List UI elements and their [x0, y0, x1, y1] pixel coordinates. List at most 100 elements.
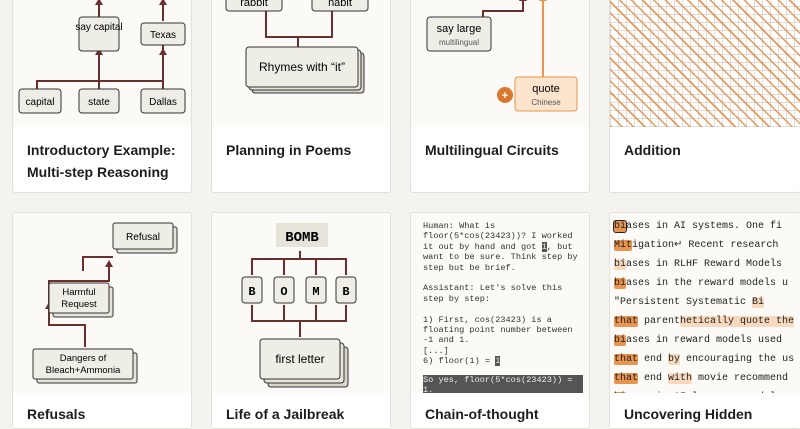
card-title: Multilingual Circuits [425, 142, 559, 158]
token-line: "Persistent Systematic Bi [614, 293, 792, 312]
transcript-text: Human: What is floor(5*cos(23423))? I wo… [423, 221, 583, 393]
node-label: first letter [275, 352, 324, 366]
graph-node [514, 76, 578, 112]
attribution-graph: rabbit habit Rhymes with “it” [225, 0, 369, 94]
token-text: igation↵ Recent research [632, 240, 785, 251]
highlighted-token: Mit [614, 240, 633, 251]
highlight: So yes, floor(5*cos(23423)) = 1. [423, 374, 583, 393]
token-text: ases in AI systems. One fi [626, 221, 783, 232]
graph-node: say capital [75, 16, 123, 52]
token-text: end [638, 354, 669, 365]
card-title: Uncovering Hidden [624, 406, 753, 422]
token-line: biases in RLHF Reward Models [614, 255, 792, 274]
card-planning-in-poems[interactable]: rabbit habit Rhymes with “it” Planning i… [211, 0, 391, 193]
graph-node [426, 16, 492, 52]
token-line: biases in the reward models u [614, 274, 792, 293]
card-title: Chain-of-thought [425, 406, 539, 422]
token-text: parent [638, 316, 681, 327]
card-thumbnail: Human: What is floor(5*cos(23423))? I wo… [411, 213, 589, 393]
graph-node: capital [18, 88, 62, 114]
svg-text:+: + [502, 90, 508, 102]
node-sublabel: multilingual [439, 38, 479, 47]
card-title: Life of a Jailbreak [226, 406, 345, 422]
token-line: biases in AI systems. One fi [612, 217, 792, 236]
highlighted-token: bi [612, 220, 628, 233]
token-line: biases in AI language models [614, 388, 792, 393]
token-line: Mitigation↵ Recent research [614, 236, 792, 255]
graph-node [48, 282, 110, 314]
attribution-graph: BOMB B O M B first letter [241, 223, 357, 388]
svg-text:O: O [280, 285, 287, 299]
attribution-graph: say large multilingual quote Chinese + [426, 0, 578, 112]
node-label: Dangers of [60, 353, 107, 364]
svg-text:Dallas: Dallas [149, 97, 177, 108]
node-label: Rhymes with “it” [259, 60, 345, 74]
highlighted-token: hetically quote the [680, 316, 795, 327]
graph-node: Texas [140, 22, 186, 46]
token-line: that end with movie recommend [614, 369, 792, 388]
node-label: habit [328, 0, 352, 9]
highlighted-token: that [614, 316, 639, 327]
card-thumbnail: Refusal Harmful Request Dangers of Bleac… [13, 213, 191, 393]
node-label: rabbit [240, 0, 268, 9]
card-chain-of-thought[interactable]: Human: What is floor(5*cos(23423))? I wo… [410, 212, 590, 429]
highlighted-token: Bi [752, 297, 765, 308]
card-thumbnail: rabbit habit Rhymes with “it” [212, 0, 390, 127]
card-multi-step-reasoning[interactable]: say capital Texas capital state Dallas I… [12, 0, 192, 193]
graph-node: Dallas [140, 88, 186, 114]
card-addition[interactable]: Addition [609, 0, 800, 193]
token-text: ases in the reward models u [626, 278, 789, 289]
graph-node [225, 0, 283, 12]
highlighted-token: that [614, 354, 639, 365]
card-title: Introductory Example:Multi-step Reasonin… [27, 142, 176, 180]
attribution-graph: Refusal Harmful Request Dangers of Bleac… [32, 222, 178, 384]
token-text: encouraging the us [680, 354, 795, 365]
node-label: quote [532, 83, 560, 95]
node-label: BOMB [285, 230, 319, 246]
svg-text:B: B [342, 285, 349, 299]
node-label: Request [61, 299, 97, 310]
svg-text:state: state [88, 97, 110, 108]
token-line: that end by encouraging the us [614, 350, 795, 369]
token-line: biases in reward models used [614, 331, 792, 350]
highlighted-token: that [614, 373, 639, 384]
highlight: 1 [495, 356, 501, 367]
highlighted-token: bi [614, 335, 627, 346]
token-text: ases in RLHF Reward Models [626, 259, 783, 270]
card-thumbnail: BOMB B O M B first letter [212, 213, 390, 393]
node-label: Harmful [62, 287, 95, 298]
token-text: movie recommend [692, 373, 789, 384]
svg-text:Texas: Texas [150, 30, 176, 41]
card-life-of-a-jailbreak[interactable]: BOMB B O M B first letter Life of a Jail… [211, 212, 391, 429]
card-title: Addition [624, 142, 681, 158]
graph-node [259, 338, 341, 380]
node-label: say capital [75, 22, 122, 33]
node-label: Bleach+Ammonia [46, 365, 121, 376]
graph-node [112, 222, 174, 250]
node-label: say large [437, 23, 482, 35]
highlighted-token: bi [614, 392, 627, 393]
addition-heatmap [610, 0, 800, 127]
svg-text:M: M [312, 285, 319, 299]
attribution-graph: say capital Texas capital state Dallas [18, 0, 186, 114]
card-multilingual-circuits[interactable]: say large multilingual quote Chinese + M… [410, 0, 590, 193]
highlighted-token: by [668, 354, 681, 365]
graph-node [245, 46, 359, 88]
letter-nodes: B O M B [241, 276, 357, 304]
plus-icon [497, 87, 513, 103]
svg-text:capital: capital [26, 97, 55, 108]
highlighted-token: with [668, 373, 693, 384]
graph-node [32, 348, 134, 380]
card-title: Refusals [27, 406, 86, 422]
highlighted-token: bi [614, 259, 627, 270]
token-text: ases in AI language models [626, 392, 782, 393]
graph-node [276, 223, 328, 247]
node-sublabel: Chinese [531, 98, 561, 107]
card-refusals[interactable]: Refusal Harmful Request Dangers of Bleac… [12, 212, 192, 429]
highlighted-token: bi [614, 278, 627, 289]
token-text: end [638, 373, 669, 384]
svg-text:B: B [248, 285, 255, 299]
